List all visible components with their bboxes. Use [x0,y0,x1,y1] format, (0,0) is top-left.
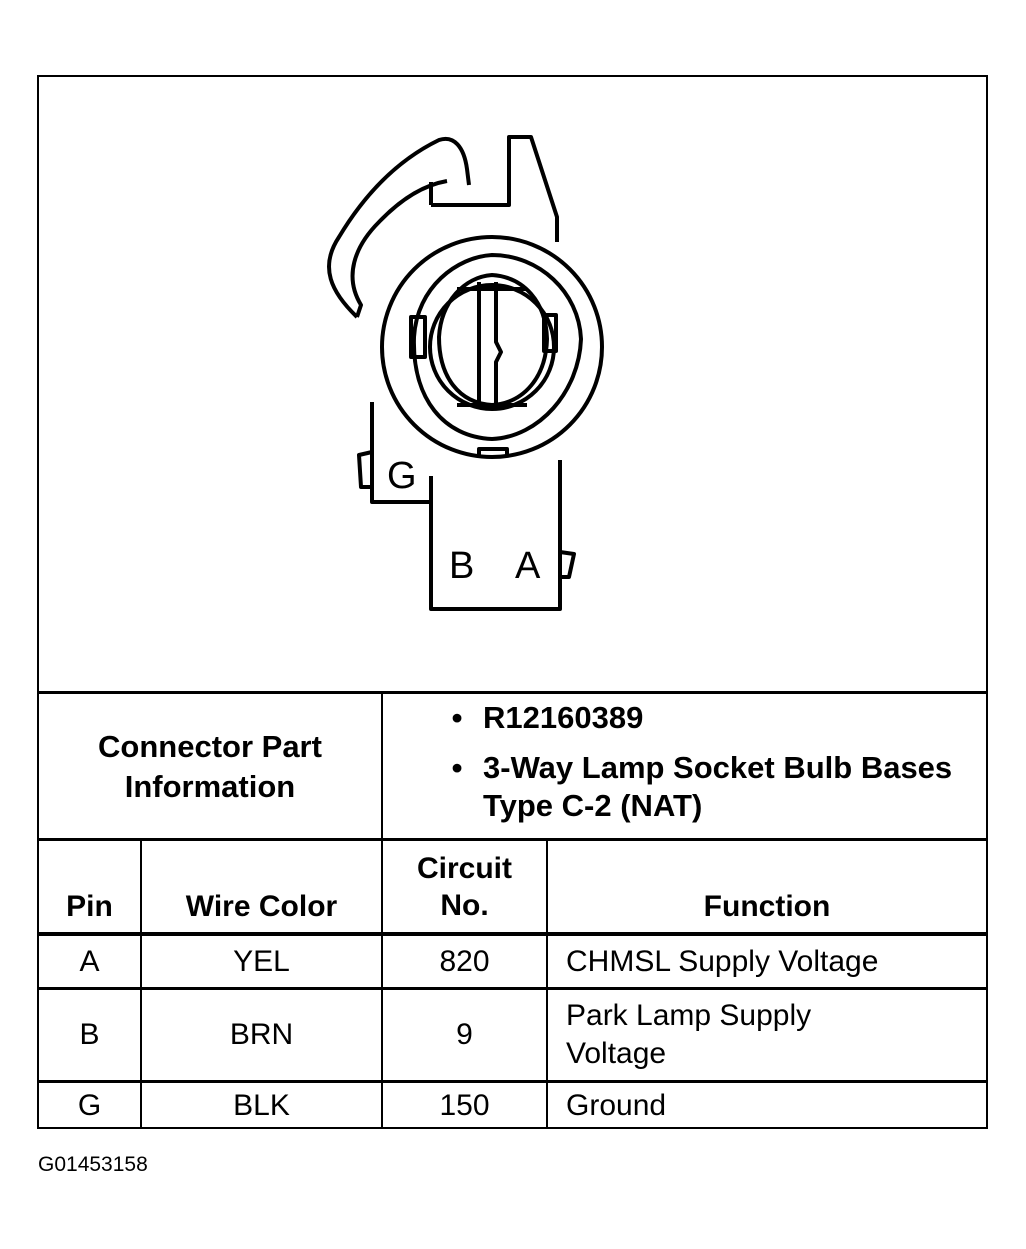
vdivider-pin [140,841,142,1129]
part-description: 3-Way Lamp Socket Bulb Bases Type C-2 (N… [483,750,953,823]
header-circuit-no: Circuit No. [416,851,512,922]
pin-body-outline [429,460,562,611]
cell-pin: B [79,1018,100,1051]
cell-circuit-no: 9 [456,1018,473,1051]
pin-label-a: A [515,545,541,587]
vdivider-circuit [546,841,548,1129]
contact-right [542,313,558,353]
part-info-item: • 3-Way Lamp Socket Bulb Bases Type C-2 … [383,749,983,825]
divider-row-a [39,987,986,990]
ground-tab-outline [370,402,431,504]
header-function: Function [703,890,831,923]
figure-id: G01453158 [38,1153,148,1176]
cell-pin: G [77,1089,102,1122]
divider-row-b [39,1080,986,1083]
cell-wire-color: BRN [229,1018,294,1051]
outer-ring [380,235,604,459]
cell-circuit-no: 820 [439,944,490,978]
header-pin: Pin [66,890,113,923]
vdivider-info [381,694,383,1129]
top-key [429,135,559,242]
cell-function: CHMSL Supply Voltage [566,944,879,978]
cell-function: Ground [566,1089,667,1122]
connector-drawing [327,135,604,611]
divider-header [39,932,986,936]
divider-info [39,838,986,841]
cell-wire-color: YEL [233,944,290,978]
connector-diagram: G B A [39,77,986,692]
cell-function: Park Lamp Supply Voltage [566,999,812,1070]
divider-diagram [39,691,986,694]
pin-label-b: B [449,545,475,587]
cell-circuit-no: 150 [439,1089,490,1122]
part-info-list: • R12160389 • 3-Way Lamp Socket Bulb Bas… [383,699,983,837]
latch-hook [327,136,471,319]
part-info-label: Connector Part Information [98,728,322,804]
cell-wire-color: BLK [233,1089,290,1122]
cell-pin: A [79,944,100,978]
pin-label-g: G [387,455,417,497]
part-info-item: • R12160389 [383,699,983,737]
contact-left [409,315,427,359]
part-number: R12160389 [483,700,644,735]
header-wire-color: Wire Color [185,890,338,923]
connector-figure-frame: G B A Connector Part Information • R1216… [37,75,988,1129]
